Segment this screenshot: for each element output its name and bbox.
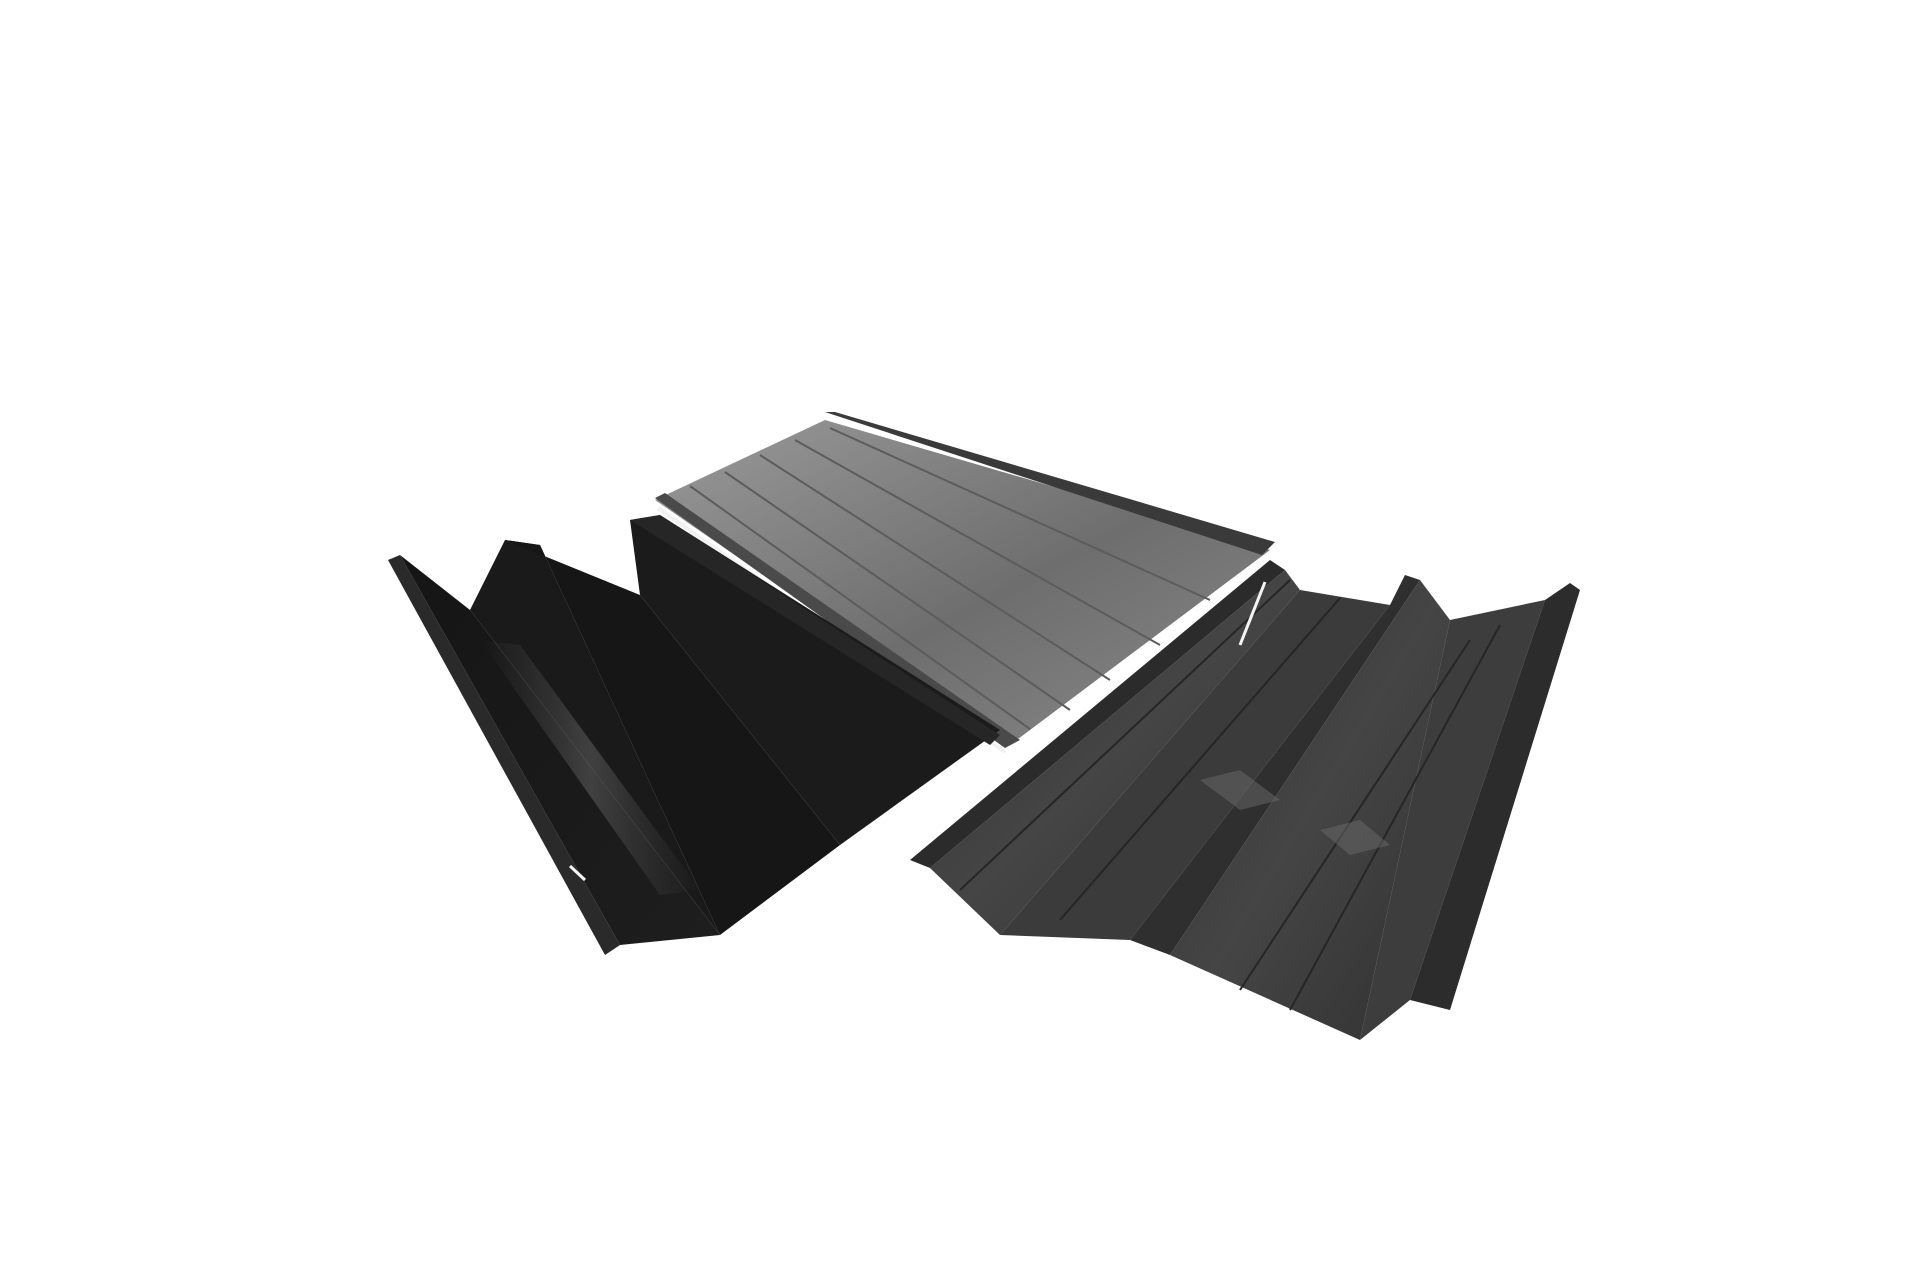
black-trapezoidal-panel	[388, 515, 1000, 955]
grey-standing-seam-panel	[655, 412, 1275, 754]
dark-grey-trapezoidal-panel	[910, 560, 1580, 1040]
